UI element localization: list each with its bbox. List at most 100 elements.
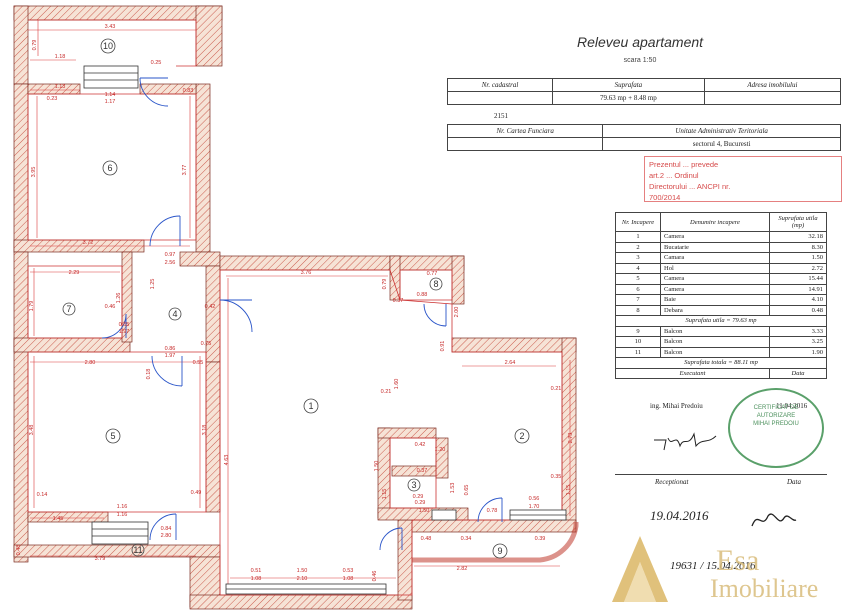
dim-text: 0.21 [551,386,562,392]
room-label-1: 1 [308,401,313,411]
dim-text: 0.29 [413,494,424,500]
dim-text: 3.18 [202,425,208,436]
col-area: Suprafata utila (mp) [769,212,827,232]
dim-text: 0.91 [440,341,446,352]
dim-text: 0.77 [427,271,438,277]
dim-text: 1.50 [297,568,308,574]
dim-text: 0.83 [183,88,194,94]
uat-value: sectorul 4, Bucuresti [602,137,841,151]
table-cell: Baie [660,294,770,306]
dim-text: 1.16 [117,504,128,510]
dim-text: 0.14 [37,492,48,498]
walls [13,5,577,610]
cartea-label: Nr. Cartea Funciara [446,124,604,138]
dim-text: 1.17 [105,99,116,105]
receptionat-row: Receptionat Data [615,474,827,486]
door-arcs [101,77,503,551]
dim-text: 4.63 [224,455,230,466]
stamp-line: Prezentul ... prevede [649,160,719,169]
dim-text: 0.23 [47,96,58,102]
cadastral-table: Nr. cadastral Suprafata Adresa imobilulu… [447,78,842,105]
dim-text: 1.50 [374,461,380,472]
total-area: Suprafata totala = 88.11 mp [615,357,827,369]
executant-label: Executant [615,367,770,379]
dim-text: 0.79 [32,40,38,51]
dim-text: 2.64 [505,360,516,366]
dim-text: 3.95 [31,167,37,178]
receptionat-data-label: Data [787,478,801,486]
receptionat-label: Receptionat [655,478,689,486]
uat-label: Unitate Administrativ Teritoriala [602,124,841,138]
dim-text: 0.97 [165,252,176,258]
table-cell: Hol [660,262,770,274]
table-cell: Bucatarie [660,241,770,253]
table-cell: 4.10 [769,294,827,306]
dim-text: 0.51 [251,568,262,574]
dim-text: 0.65 [464,485,470,496]
dim-text: 0.84 [161,526,172,532]
dim-text: 0.48 [421,536,432,542]
table-cell: 32.18 [769,231,827,243]
dim-text: 1.53 [450,483,456,494]
table-cell: 5 [615,273,661,285]
table-cell: 6 [615,283,661,295]
dim-text: 0.37 [393,298,404,304]
dim-text: 1.25 [150,279,156,290]
dim-text: 0.53 [343,568,354,574]
dim-text: 1.70 [529,504,540,510]
dim-text: 0.78 [487,508,498,514]
dim-text: 2.80 [161,533,172,539]
dim-text: 0.46 [105,304,116,310]
executant-signature [654,432,717,451]
table-cell: Balcon [660,336,770,348]
floor-plan: 1 2 3 4 5 6 7 8 9 10 11 3.43 0.79 1.18 0… [13,5,579,610]
watermark-brand-1: Esa [716,544,760,577]
table-cell: 14.91 [769,283,827,295]
dim-text: 1.20 [435,447,446,453]
authorization-seal: CERTIFICAT DE AUTORIZARE MIHAI PREDOIU [728,388,824,468]
dim-text: 0.75 [201,341,212,347]
table-cell: Balcon [660,346,770,358]
suprafata-label: Suprafata [552,78,705,92]
dim-text: 0.48 [16,545,22,556]
room-markers [62,38,530,559]
page-title: Releveu apartament [576,34,704,50]
table-cell: 1.50 [769,252,827,264]
scale-label: scara 1:50 [623,57,657,64]
dim-text: 0.29 [415,500,426,506]
executant-name: ing. Mihai Predoiu [650,402,703,410]
cartea-table: Nr. Cartea Funciara Unitate Administrati… [446,124,841,151]
dim-text: 0.37 [417,468,428,474]
dim-text: 3.77 [182,165,188,176]
dim-text: 0.25 [151,60,162,66]
table-cell: 1.90 [769,346,827,358]
registration-handwritten: 19631 / 15.04.2016 [670,560,756,572]
room-label-8: 8 [433,279,438,289]
table-cell: 4 [615,262,661,274]
table-cell: 2 [615,241,661,253]
util-total: Suprafata utila = 79.63 mp [615,315,827,327]
table-cell: 9 [615,325,661,337]
dim-text: 0.49 [191,490,202,496]
esa-imobiliare-watermark: Esa Imobiliare [610,528,858,613]
nr-cadastral-value [447,91,553,105]
dim-text: 1.97 [165,353,176,359]
table-cell: Debara [660,304,770,316]
dim-text: 0.18 [146,369,152,380]
dim-text: 3.43 [105,24,116,30]
table-cell: 8 [615,304,661,316]
dim-text: 0.34 [461,536,472,542]
room-label-7: 7 [66,304,71,314]
ancpi-stamp: Prezentul ... prevede art.2 ... Ordinul … [644,156,842,202]
table-cell: Camera [660,231,770,243]
table-cell: 3.25 [769,336,827,348]
table-cell: 8.30 [769,241,827,253]
dim-text: 1.08 [343,576,354,582]
